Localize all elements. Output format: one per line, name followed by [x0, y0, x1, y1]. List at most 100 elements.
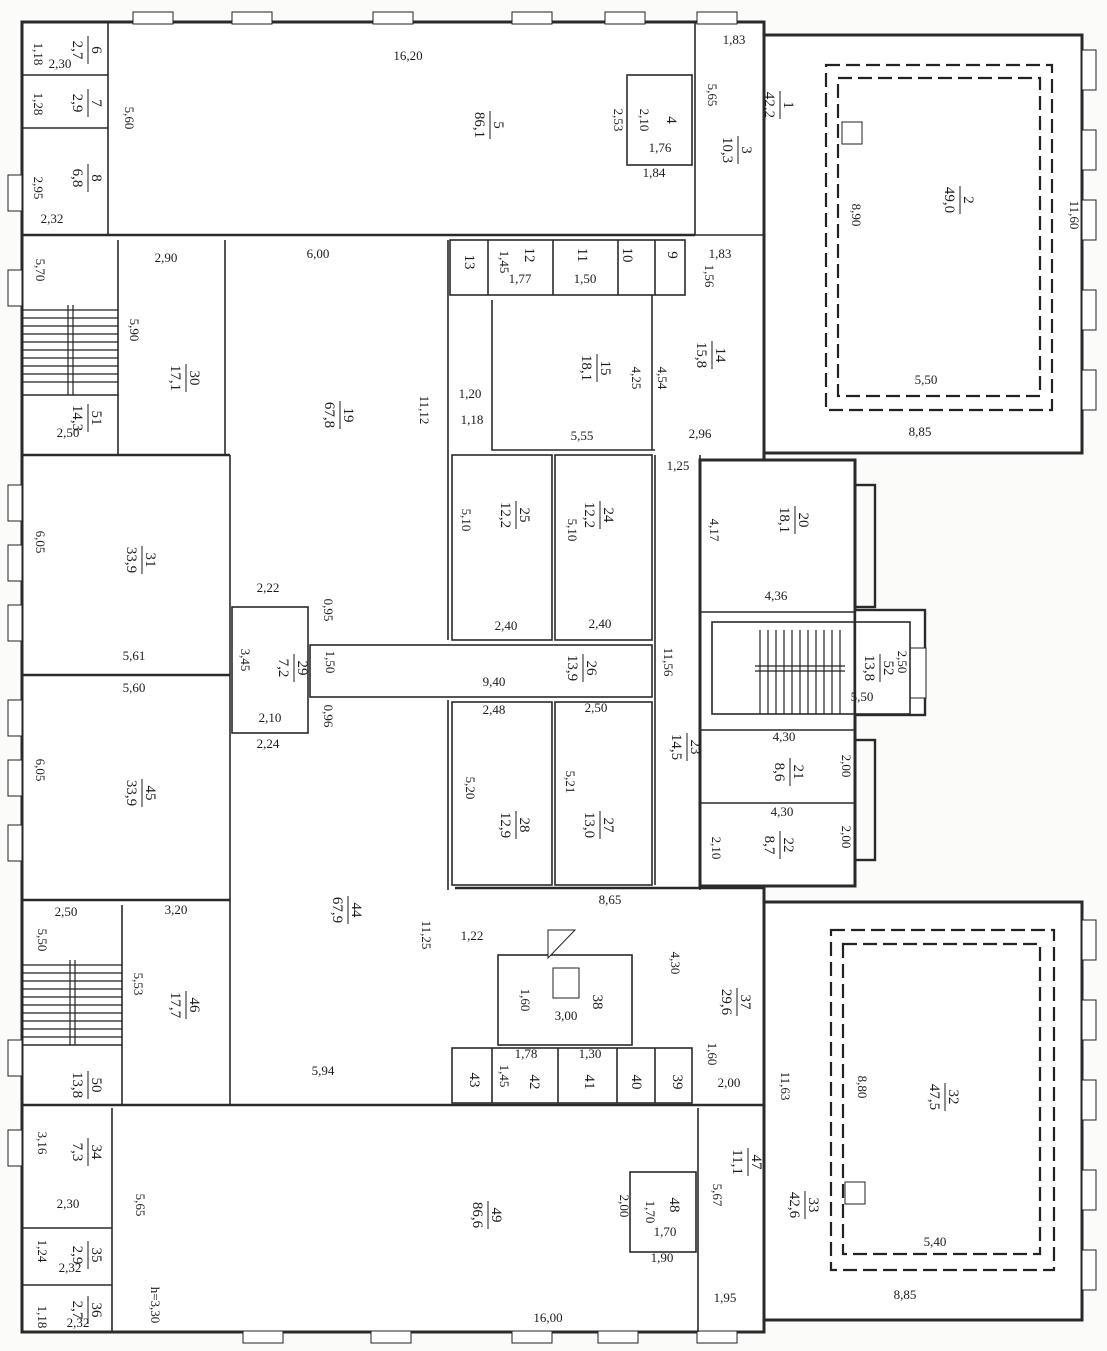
room-number: 52 — [880, 661, 896, 676]
dimension-labels: 16,201,835,652,102,531,761,845,602,301,1… — [31, 32, 1082, 1330]
room-number: 1 — [780, 101, 796, 109]
dimension-label: 2,00 — [839, 755, 854, 778]
room-number: 33 — [805, 1198, 821, 1213]
dimension-label: 1,90 — [651, 1250, 674, 1265]
room-label-35: 352,9 — [69, 1241, 104, 1269]
room-number: 7 — [88, 99, 104, 107]
room-number: 11 — [574, 248, 590, 262]
room-number: 46 — [186, 998, 202, 1014]
dimension-label: 4,36 — [765, 588, 788, 603]
room-area: 33,9 — [123, 780, 139, 806]
dimension-label: 1,70 — [654, 1224, 677, 1239]
dimension-label: 3,16 — [35, 1132, 50, 1155]
room-number: 10 — [619, 248, 635, 263]
room-number: 48 — [666, 1198, 682, 1213]
dimension-label: 2,24 — [257, 736, 280, 751]
room-number: 12 — [521, 248, 537, 263]
dimension-label: 2,40 — [589, 616, 612, 631]
dimension-label: 11,60 — [1067, 201, 1082, 230]
court-upper — [824, 63, 1054, 412]
dimension-label: 1,28 — [31, 93, 46, 116]
dimension-label: 0,95 — [321, 599, 336, 622]
dimension-label: 2,50 — [585, 700, 608, 715]
room-area: 42,6 — [786, 1192, 802, 1219]
room-number: 8 — [88, 174, 104, 182]
dimension-label: 8,65 — [599, 892, 622, 907]
staircase-center-right — [755, 630, 845, 714]
dimension-label: 2,30 — [57, 1196, 80, 1211]
dimension-label: 0,96 — [321, 705, 336, 728]
dimension-label: 1,50 — [323, 651, 338, 674]
dimension-label: 1,78 — [515, 1046, 538, 1061]
room-number: 47 — [748, 1155, 764, 1171]
dimension-label: 1,76 — [649, 140, 672, 155]
dimension-label: 2,10 — [637, 109, 652, 132]
room-area: 17,1 — [167, 365, 183, 391]
room-area: 47,5 — [926, 1084, 942, 1110]
dimension-label: h=3,30 — [148, 1287, 163, 1324]
room-area: 15,8 — [693, 342, 709, 368]
dimension-label: 2,10 — [259, 710, 282, 725]
dimension-label: 4,30 — [773, 729, 796, 744]
room-number: 20 — [795, 513, 811, 528]
dimension-label: 2,00 — [617, 1195, 632, 1218]
room-number: 22 — [780, 838, 796, 853]
dimension-label: 1,45 — [497, 1065, 512, 1088]
room-number: 9 — [664, 251, 680, 259]
dimension-label: 2,50 — [55, 904, 78, 919]
dimension-label: 2,50 — [57, 425, 80, 440]
court-lower — [829, 928, 1056, 1272]
dimension-label: 5,60 — [122, 107, 137, 130]
room-area: 2,7 — [69, 1301, 85, 1320]
room-label-36: 362,7 — [69, 1296, 104, 1324]
dimension-label: 1,25 — [667, 458, 690, 473]
room-area: 12,2 — [497, 502, 513, 528]
dimension-label: 4,54 — [655, 367, 670, 390]
room-area: 14,5 — [668, 734, 684, 760]
room-area: 8,7 — [761, 836, 777, 855]
dimension-label: 5,50 — [35, 929, 50, 952]
dimension-label: 1,83 — [723, 32, 746, 47]
room-area: 49,0 — [941, 187, 957, 213]
dimension-label: 1,60 — [518, 989, 533, 1012]
room-label-42: 42 — [526, 1075, 542, 1090]
room-number: 51 — [88, 411, 104, 426]
staircase-top-left — [22, 305, 118, 395]
dimension-label: 11,12 — [417, 396, 432, 425]
room-label-41: 41 — [581, 1075, 597, 1090]
dimension-label: 8,90 — [849, 204, 864, 227]
room-label-7: 72,9 — [69, 89, 104, 117]
dimension-label: 2,32 — [41, 211, 64, 226]
room-area: 13,9 — [564, 655, 580, 681]
dimension-label: 5,21 — [563, 771, 578, 794]
room-area: 86,6 — [469, 1202, 485, 1229]
stairs — [22, 121, 866, 1205]
dimension-label: 4,30 — [668, 952, 683, 975]
room-area: 67,8 — [321, 402, 337, 428]
dimension-label: 8,85 — [909, 424, 932, 439]
dimension-label: 1,70 — [643, 1201, 658, 1224]
dimension-label: 5,50 — [851, 689, 874, 704]
room-number: 2 — [960, 196, 976, 204]
dimension-label: 1,20 — [459, 386, 482, 401]
dimension-label: 5,67 — [710, 1184, 725, 1207]
dimension-label: 2,50 — [895, 651, 910, 674]
dimension-label: 1,30 — [579, 1046, 602, 1061]
dimension-label: 2,22 — [257, 580, 280, 595]
dimension-label: 2,32 — [67, 1315, 90, 1330]
room-number: 25 — [516, 508, 532, 523]
room-area: 33,9 — [123, 547, 139, 573]
room-label-40: 40 — [628, 1075, 644, 1090]
room-area: 29,6 — [718, 989, 734, 1016]
dimension-label: 5,65 — [133, 1194, 148, 1217]
